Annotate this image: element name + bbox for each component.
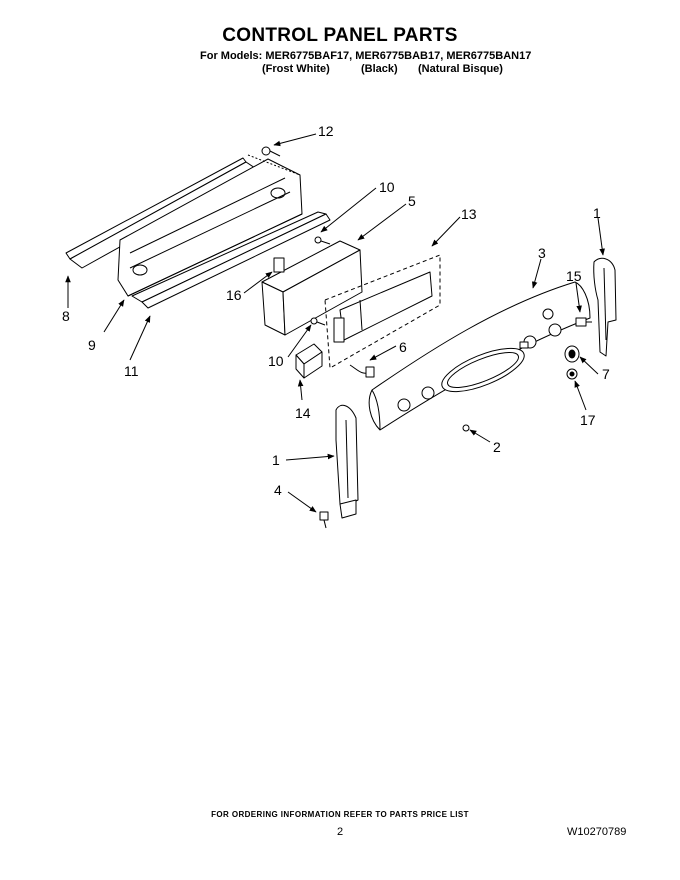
callout-1-left: 1 bbox=[272, 452, 280, 468]
knob-clip bbox=[566, 368, 578, 380]
wire-harness bbox=[349, 364, 375, 378]
page-number: 2 bbox=[336, 826, 344, 838]
callout-16: 16 bbox=[226, 287, 242, 303]
ordering-note: FOR ORDERING INFORMATION REFER TO PARTS … bbox=[211, 810, 469, 819]
callout-10-upper: 10 bbox=[379, 179, 395, 195]
screw-4 bbox=[319, 511, 329, 529]
callout-1-right: 1 bbox=[593, 205, 601, 221]
screw-12 bbox=[261, 146, 281, 157]
callout-7: 7 bbox=[602, 366, 610, 382]
end-cap-left bbox=[335, 404, 359, 519]
callout-9: 9 bbox=[88, 337, 96, 353]
control-knob bbox=[564, 345, 580, 363]
page-title: CONTROL PANEL PARTS bbox=[222, 25, 458, 46]
clock-module bbox=[295, 343, 323, 379]
electronic-control bbox=[324, 254, 441, 369]
control-panel-console bbox=[368, 281, 591, 431]
color-frost-white: (Frost White) bbox=[262, 63, 330, 75]
callout-8: 8 bbox=[62, 308, 70, 324]
callout-11: 11 bbox=[124, 363, 139, 379]
document-number: W10270789 bbox=[567, 826, 627, 838]
control-bracket bbox=[261, 240, 363, 336]
callout-13: 13 bbox=[461, 206, 477, 222]
indicator-light bbox=[575, 317, 592, 327]
callout-2: 2 bbox=[493, 439, 501, 455]
callout-4: 4 bbox=[274, 482, 282, 498]
models-line: For Models: MER6775BAF17, MER6775BAB17, … bbox=[200, 50, 532, 62]
callout-14: 14 bbox=[295, 405, 311, 421]
color-black: (Black) bbox=[361, 63, 398, 75]
screw-10-upper bbox=[314, 236, 331, 245]
callout-12: 12 bbox=[318, 123, 334, 139]
callout-15: 15 bbox=[566, 268, 582, 284]
callout-17: 17 bbox=[580, 412, 596, 428]
end-cap-right bbox=[593, 257, 617, 357]
screw-2 bbox=[462, 424, 470, 432]
callout-10-lower: 10 bbox=[268, 353, 284, 369]
rear-panel bbox=[65, 154, 303, 297]
screw-10-lower bbox=[310, 317, 326, 326]
callout-5: 5 bbox=[408, 193, 416, 209]
lower-trim-strip bbox=[131, 211, 331, 309]
callout-6: 6 bbox=[399, 339, 407, 355]
color-natural-bisque: (Natural Bisque) bbox=[418, 63, 503, 75]
callout-3: 3 bbox=[538, 245, 546, 261]
